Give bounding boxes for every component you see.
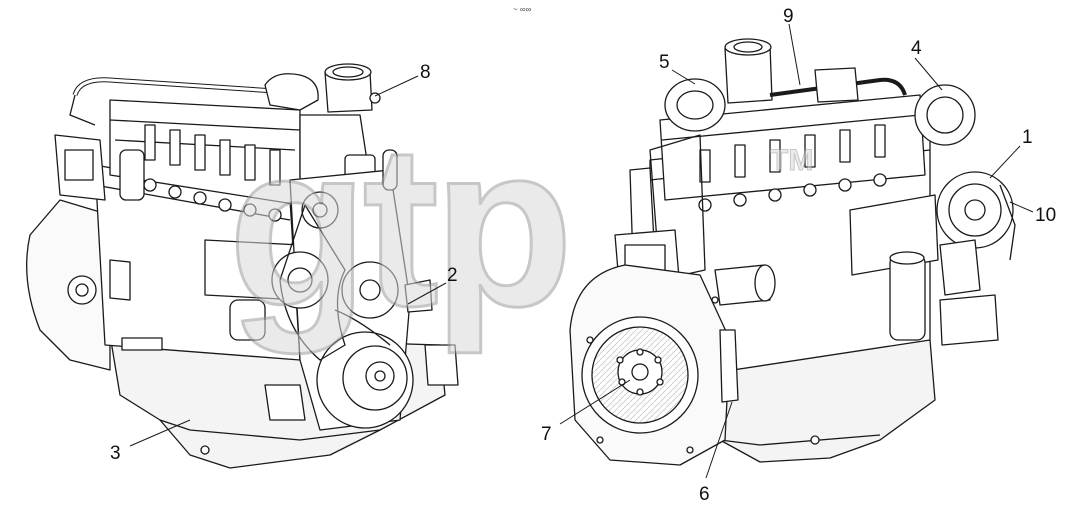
callout-9: 9: [783, 6, 794, 27]
leader-line: [559, 379, 631, 425]
leader-line: [1009, 201, 1034, 213]
callout-10: 10: [1035, 205, 1056, 226]
callout-2: 2: [447, 265, 458, 286]
leader-line: [671, 69, 696, 85]
watermark-trademark: TM: [770, 144, 813, 177]
leader-line: [788, 23, 801, 86]
watermark: gtp TM: [227, 96, 814, 356]
leader-line: [374, 75, 419, 97]
callout-labels: 1 2 3 4 5 6 7 8 9 10: [110, 6, 1056, 505]
leader-line: [129, 419, 191, 447]
leader-line: [914, 57, 943, 91]
left-engine-view: [26, 63, 459, 469]
watermark-logo: gtp: [228, 97, 568, 354]
leader-line: [989, 145, 1021, 179]
right-engine-view: [569, 38, 1016, 466]
leader-lines: [129, 23, 1034, 479]
leader-line: [407, 282, 447, 305]
header-mark: ~ ∞∞: [513, 5, 532, 14]
callout-8: 8: [420, 62, 431, 83]
leader-line: [705, 401, 733, 479]
callout-3: 3: [110, 443, 121, 464]
callout-6: 6: [699, 484, 710, 505]
callout-7: 7: [541, 424, 552, 445]
callout-4: 4: [911, 38, 922, 59]
callout-1: 1: [1022, 127, 1033, 148]
callout-5: 5: [659, 52, 670, 73]
